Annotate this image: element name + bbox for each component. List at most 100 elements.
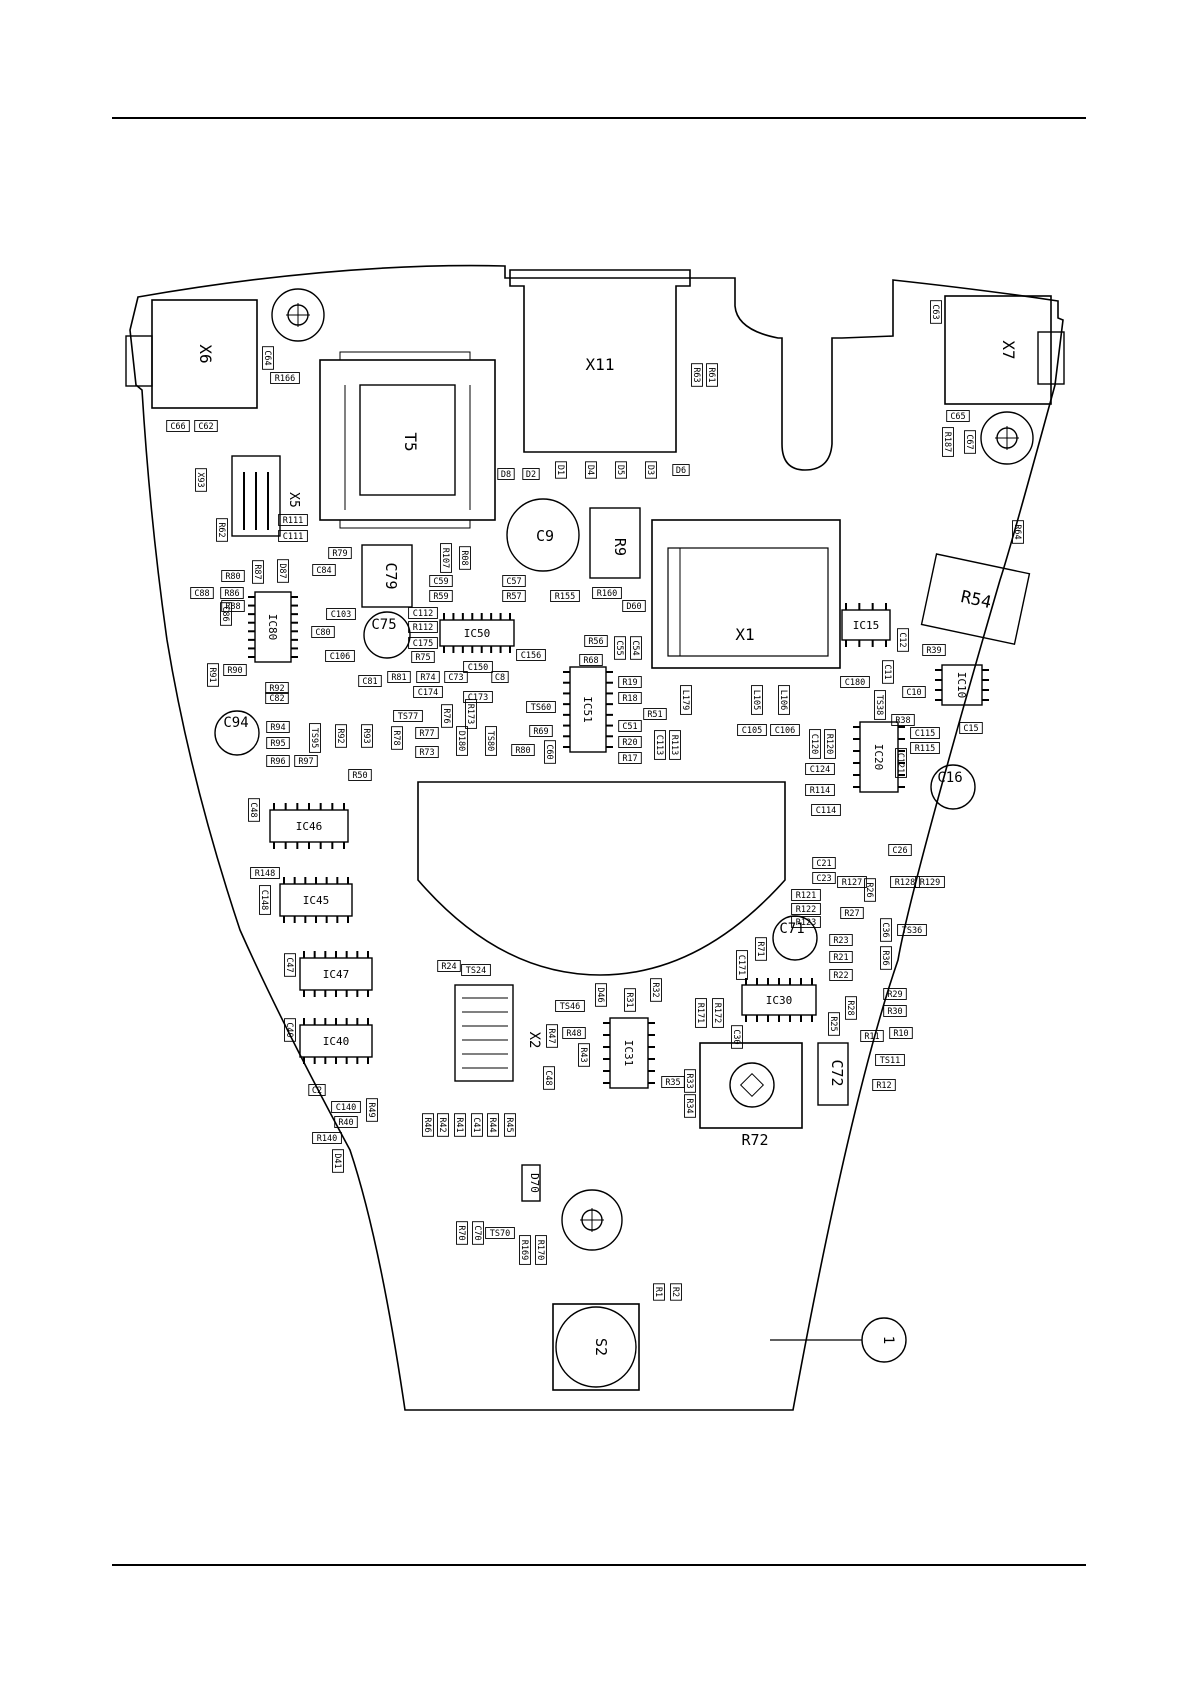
svg-text:C11: C11 — [882, 664, 892, 679]
svg-text:L179: L179 — [680, 690, 690, 710]
svg-text:C66: C66 — [170, 422, 185, 432]
svg-text:R80: R80 — [515, 746, 530, 756]
svg-text:X11: X11 — [586, 355, 615, 374]
part-r87: R87 — [252, 560, 264, 584]
svg-text:R50: R50 — [352, 771, 367, 781]
part-r56: R56 — [584, 635, 608, 647]
ic-label: IC45 — [303, 894, 330, 907]
svg-text:C72: C72 — [828, 1059, 846, 1086]
svg-text:R61: R61 — [706, 367, 716, 382]
mounting-hole-top-right — [980, 411, 1034, 465]
svg-text:R70: R70 — [456, 1225, 466, 1240]
part-r114: R114 — [805, 784, 835, 796]
svg-text:R172: R172 — [712, 1003, 722, 1023]
part-l106: L106 — [778, 685, 790, 715]
svg-text:R76: R76 — [441, 708, 451, 723]
part-c80: C80 — [311, 626, 335, 638]
svg-text:TS95: TS95 — [309, 728, 319, 748]
part-c64: C64 — [262, 346, 274, 370]
svg-text:C124: C124 — [810, 765, 830, 775]
part-c23: C23 — [812, 872, 836, 884]
ic-ic30: IC30 — [741, 978, 817, 1022]
part-c84: C84 — [312, 564, 336, 576]
part-r86: R86 — [220, 587, 244, 599]
part-r107: R107 — [440, 543, 452, 573]
svg-text:D5: D5 — [615, 465, 625, 475]
part-ts11: TS11 — [875, 1054, 905, 1066]
svg-text:R59: R59 — [433, 592, 448, 602]
svg-text:C55: C55 — [614, 640, 624, 655]
svg-text:D180: D180 — [456, 731, 466, 751]
part-c55: C55 — [614, 636, 626, 660]
part-r115: R115 — [910, 742, 940, 754]
part-c103: C103 — [326, 608, 356, 620]
capacitor-c72: C72 — [817, 1042, 849, 1106]
ic-label: IC10 — [955, 672, 968, 699]
part-c2: C2 — [308, 1084, 326, 1096]
svg-text:C148: C148 — [259, 890, 269, 910]
part-c106: C106 — [325, 650, 355, 662]
svg-text:D8: D8 — [501, 470, 511, 480]
svg-text:R22: R22 — [833, 971, 848, 981]
part-c60: C60 — [544, 740, 556, 764]
svg-text:C121: C121 — [895, 753, 905, 773]
svg-text:C23: C23 — [816, 874, 831, 884]
svg-text:R97: R97 — [298, 757, 313, 767]
part-d5: D5 — [615, 461, 627, 479]
svg-text:X6: X6 — [196, 344, 215, 363]
part-c48b: C48 — [543, 1066, 555, 1090]
svg-text:R71: R71 — [755, 941, 765, 956]
ic-ic46: IC46 — [269, 803, 349, 849]
part-c173: C173 — [463, 691, 493, 703]
svg-text:C47: C47 — [284, 957, 294, 972]
svg-text:R26: R26 — [864, 882, 874, 897]
part-ts24: TS24 — [461, 964, 491, 976]
svg-text:L106: L106 — [778, 690, 788, 710]
part-r111: R111 — [278, 514, 308, 526]
part-r44: R44 — [487, 1113, 499, 1137]
svg-text:R35: R35 — [665, 1078, 680, 1088]
svg-text:R18: R18 — [622, 694, 637, 704]
svg-text:C115: C115 — [915, 729, 935, 739]
svg-text:R11: R11 — [864, 1032, 879, 1042]
svg-text:S2: S2 — [592, 1338, 610, 1356]
svg-text:R25: R25 — [828, 1016, 838, 1031]
svg-text:R140: R140 — [317, 1134, 337, 1144]
svg-text:R48: R48 — [566, 1029, 581, 1039]
svg-text:C75: C75 — [371, 617, 396, 633]
svg-text:TS80: TS80 — [485, 731, 495, 751]
capacitor-c71: C71 — [772, 915, 818, 961]
svg-text:R44: R44 — [487, 1117, 497, 1132]
part-r169: R169 — [519, 1235, 531, 1265]
svg-text:R33: R33 — [684, 1073, 694, 1088]
svg-text:R80: R80 — [225, 572, 240, 582]
part-r80b: R80 — [511, 744, 535, 756]
part-d2: D2 — [522, 468, 540, 480]
svg-text:C57: C57 — [506, 577, 521, 587]
svg-text:R93: R93 — [361, 728, 371, 743]
svg-text:R42: R42 — [437, 1117, 447, 1132]
svg-text:R115: R115 — [915, 744, 935, 754]
part-r18: R18 — [618, 692, 642, 704]
part-d1: D1 — [555, 461, 567, 479]
svg-text:C73: C73 — [448, 673, 463, 683]
part-ts38: TS38 — [874, 690, 886, 720]
svg-text:C21: C21 — [816, 859, 831, 869]
part-r92: R92 — [265, 682, 289, 694]
svg-text:R73: R73 — [419, 748, 434, 758]
connector-x5: X5 — [231, 455, 301, 537]
part-r11: R11 — [860, 1030, 884, 1042]
part-r88: R88 — [221, 600, 245, 612]
tab-left — [125, 335, 153, 387]
part-r128: R128 — [890, 876, 920, 888]
svg-text:C113: C113 — [654, 735, 664, 755]
svg-text:C70: C70 — [472, 1225, 482, 1240]
svg-text:R57: R57 — [506, 592, 521, 602]
svg-text:R127: R127 — [842, 878, 862, 888]
part-r2: R2 — [670, 1283, 682, 1301]
svg-text:C64: C64 — [262, 350, 272, 365]
svg-text:C60: C60 — [544, 744, 554, 759]
svg-text:C175: C175 — [413, 639, 433, 649]
ic-label: IC15 — [853, 619, 880, 632]
part-r187: R187 — [942, 427, 954, 457]
